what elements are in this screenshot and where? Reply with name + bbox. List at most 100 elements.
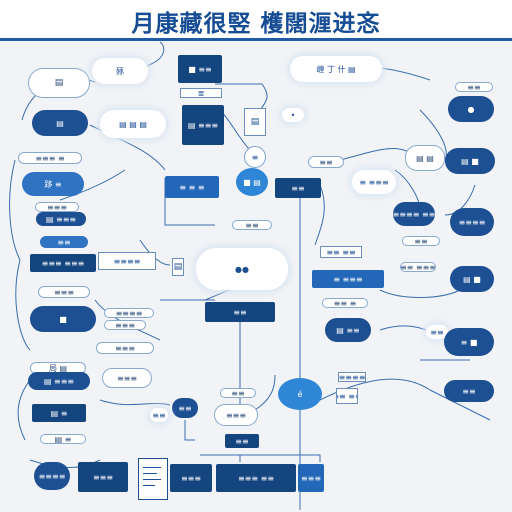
terminal-node[interactable]: ≡ ■ (444, 328, 494, 356)
label-box: ≣ (180, 88, 222, 98)
label-box: ≡≡ (455, 82, 493, 92)
cloud-node[interactable]: 豩 (92, 58, 148, 84)
label-box: ≡≡ ≡≡ (320, 246, 362, 258)
connector (89, 124, 166, 171)
document-node[interactable]: ≡≡ ≡≡ (336, 388, 358, 404)
node-label: 缠 丁 什 ▤ (316, 64, 356, 74)
terminal-node[interactable]: ▤ ■ (450, 266, 494, 292)
terminal-node[interactable]: ≡≡ (172, 398, 198, 418)
terminal-node[interactable]: ▤ ≡≡ (325, 318, 371, 342)
node-label: ≡≡ ≡ (333, 298, 357, 308)
node-label: ■ ≡≡ (188, 64, 212, 74)
cloud-node[interactable]: ●● (196, 248, 288, 290)
connector (17, 379, 31, 441)
node-label: ● (467, 104, 475, 114)
terminal-node[interactable]: ≡≡ (444, 380, 494, 402)
node-label: ≡≡≡≡ (38, 471, 66, 481)
process-node[interactable]: ≡≡≡ (214, 404, 258, 426)
document-node[interactable] (138, 458, 168, 500)
node-label: ▤ ≡≡ (336, 325, 360, 335)
connector (254, 374, 276, 411)
node-label: ≡≡≡≡ (113, 256, 141, 266)
connector (314, 184, 325, 246)
node-label: ▤ ≡ (50, 408, 68, 418)
connector (444, 184, 476, 216)
terminal-node[interactable]: ▤ ■ (445, 148, 495, 174)
document-node[interactable]: ▤ (244, 108, 266, 136)
terminal-node[interactable]: ● (448, 96, 494, 122)
process-node[interactable]: ≡ ≡≡≡ (312, 270, 384, 288)
cloud-node[interactable]: ▤ ▤ ▤ (100, 110, 166, 138)
label-box: ≡≡ ≡≡≡ (400, 262, 436, 272)
node-label: ▤ ▤ ▤ (119, 119, 147, 129)
node-label: ≡≡ ≡≡ (337, 391, 357, 401)
cloud-node[interactable]: • (282, 108, 304, 122)
node-label: ■ ▤ (243, 177, 261, 187)
process-node[interactable]: ≡≡ (275, 178, 321, 198)
node-label: ≡≡≡≡ (115, 308, 143, 318)
node-label: ≡≡≡ (53, 287, 75, 297)
process-node[interactable]: ≡≡≡ (170, 464, 212, 492)
text-line (143, 479, 161, 480)
process-node[interactable]: ≡≡≡ (298, 464, 324, 492)
decision-node[interactable]: é (278, 378, 322, 410)
label-box: ≡≡ ≡ (322, 298, 368, 308)
label-box: ≡≡≡ (104, 320, 146, 330)
terminal-node[interactable]: ≡≡≡≡ (34, 462, 70, 490)
node-label: ▤ ≡≡≡ (187, 120, 219, 130)
process-node[interactable]: ≡ ≡ ≡ (165, 176, 219, 198)
cloud-node[interactable]: ≡≡ (150, 408, 168, 422)
node-label: ▤ ▤ (416, 153, 434, 163)
node-label: ▤ ≡ (54, 434, 72, 444)
terminal-node[interactable]: 跢 ≡ (22, 172, 84, 196)
process-node[interactable]: ■ ≡≡ (178, 55, 222, 83)
node-label: ≡ ≡≡≡ (333, 274, 363, 284)
process-node[interactable]: ≡≡≡ (102, 368, 152, 388)
connector-node[interactable]: ≡ (244, 146, 266, 168)
node-label: ≡≡≡ (300, 473, 322, 483)
node-label: ≡≡ (178, 403, 192, 413)
node-label: ≡ (251, 152, 259, 162)
cloud-node[interactable]: 缠 丁 什 ▤ (290, 56, 382, 82)
node-label: ≡≡≡ ≡≡≡ (41, 258, 85, 268)
label-box: ▤ ≡≡≡ (36, 212, 86, 226)
label-box: ≡≡≡ ≡ (18, 152, 82, 164)
text-line (143, 485, 155, 486)
label-box: ≡≡≡ (38, 286, 90, 298)
process-node[interactable]: ≡≡ (205, 302, 275, 322)
node-label: ≣ (197, 88, 205, 98)
process-node[interactable]: ▤ ▤ (405, 145, 445, 171)
label-box: ≡≡≡ (35, 202, 79, 212)
cloud-node[interactable]: ≡ ≡≡≡ (352, 170, 396, 194)
label-box: ≡≡ (220, 388, 256, 398)
node-label: • (290, 110, 296, 120)
node-label: é (297, 389, 303, 399)
process-node[interactable]: ≡≡ (225, 434, 259, 448)
node-label: ≡ ≡ ≡ (179, 182, 205, 192)
node-label: ≡ ■ (460, 337, 478, 347)
document-node[interactable]: ▤ (172, 258, 184, 276)
node-label: ≡≡≡ ≡≡ (237, 473, 275, 483)
process-node[interactable]: ≡≡≡ ≡≡≡ (30, 254, 96, 272)
diagram-title: 月康藏很竪 檴闊湹进忞 (131, 11, 381, 37)
terminal-node[interactable]: ■ (30, 306, 96, 332)
label-box: ▤ ≡ (40, 434, 86, 444)
connector (184, 420, 195, 441)
node-label: ▤ ■ (463, 274, 481, 284)
node-label: ≡≡ (467, 82, 481, 92)
process-node[interactable]: ≡≡≡≡ (98, 252, 156, 270)
terminal-node[interactable]: ▤ (32, 110, 88, 136)
connector (215, 83, 268, 111)
process-node[interactable]: ▤ ≡ (32, 404, 86, 422)
terminal-node[interactable]: ≡≡≡≡ ≡≡ (393, 202, 435, 226)
terminal-node[interactable]: ≡≡≡≡ (450, 208, 494, 236)
cloud-node[interactable]: ≡≡ (426, 325, 448, 339)
process-node[interactable]: ▤ (28, 68, 90, 98)
process-node[interactable]: ≡≡≡ ≡≡ (216, 464, 296, 492)
process-node[interactable]: ≡≡≡ (78, 462, 128, 492)
process-node[interactable]: ▤ ≡≡≡ (182, 105, 224, 145)
node-label: ≡≡ (235, 436, 249, 446)
decision-node[interactable]: ■ ▤ (236, 168, 268, 196)
terminal-node[interactable]: ▤ ≡≡≡ (28, 372, 90, 390)
node-label: ≡≡ (319, 157, 333, 167)
